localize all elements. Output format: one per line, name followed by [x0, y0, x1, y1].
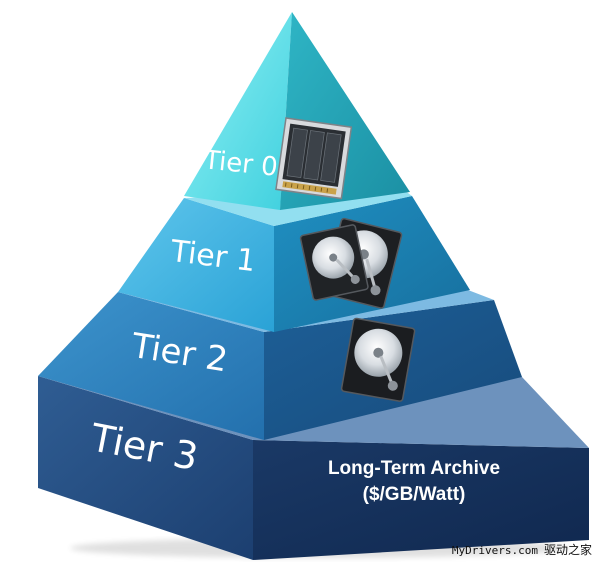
hard-drive-icon: [340, 317, 416, 402]
site-watermark: MyDrivers.com 驱动之家: [452, 541, 592, 558]
tier-1-left-face: [118, 198, 274, 332]
ssd-icon: [275, 117, 353, 200]
tier-2-left-face: [38, 292, 264, 440]
tier-3-left-face: [38, 376, 253, 560]
archive-subtitle: ($/GB/Watt): [363, 484, 466, 505]
hard-drives-icon: [299, 217, 403, 309]
watermark-cn: 驱动之家: [543, 543, 592, 557]
tier-3-right-face: [253, 440, 589, 560]
archive-title: Long-Term Archive: [328, 458, 500, 479]
tier-0-left-face: [184, 12, 292, 210]
watermark-site: MyDrivers.com: [451, 544, 538, 557]
